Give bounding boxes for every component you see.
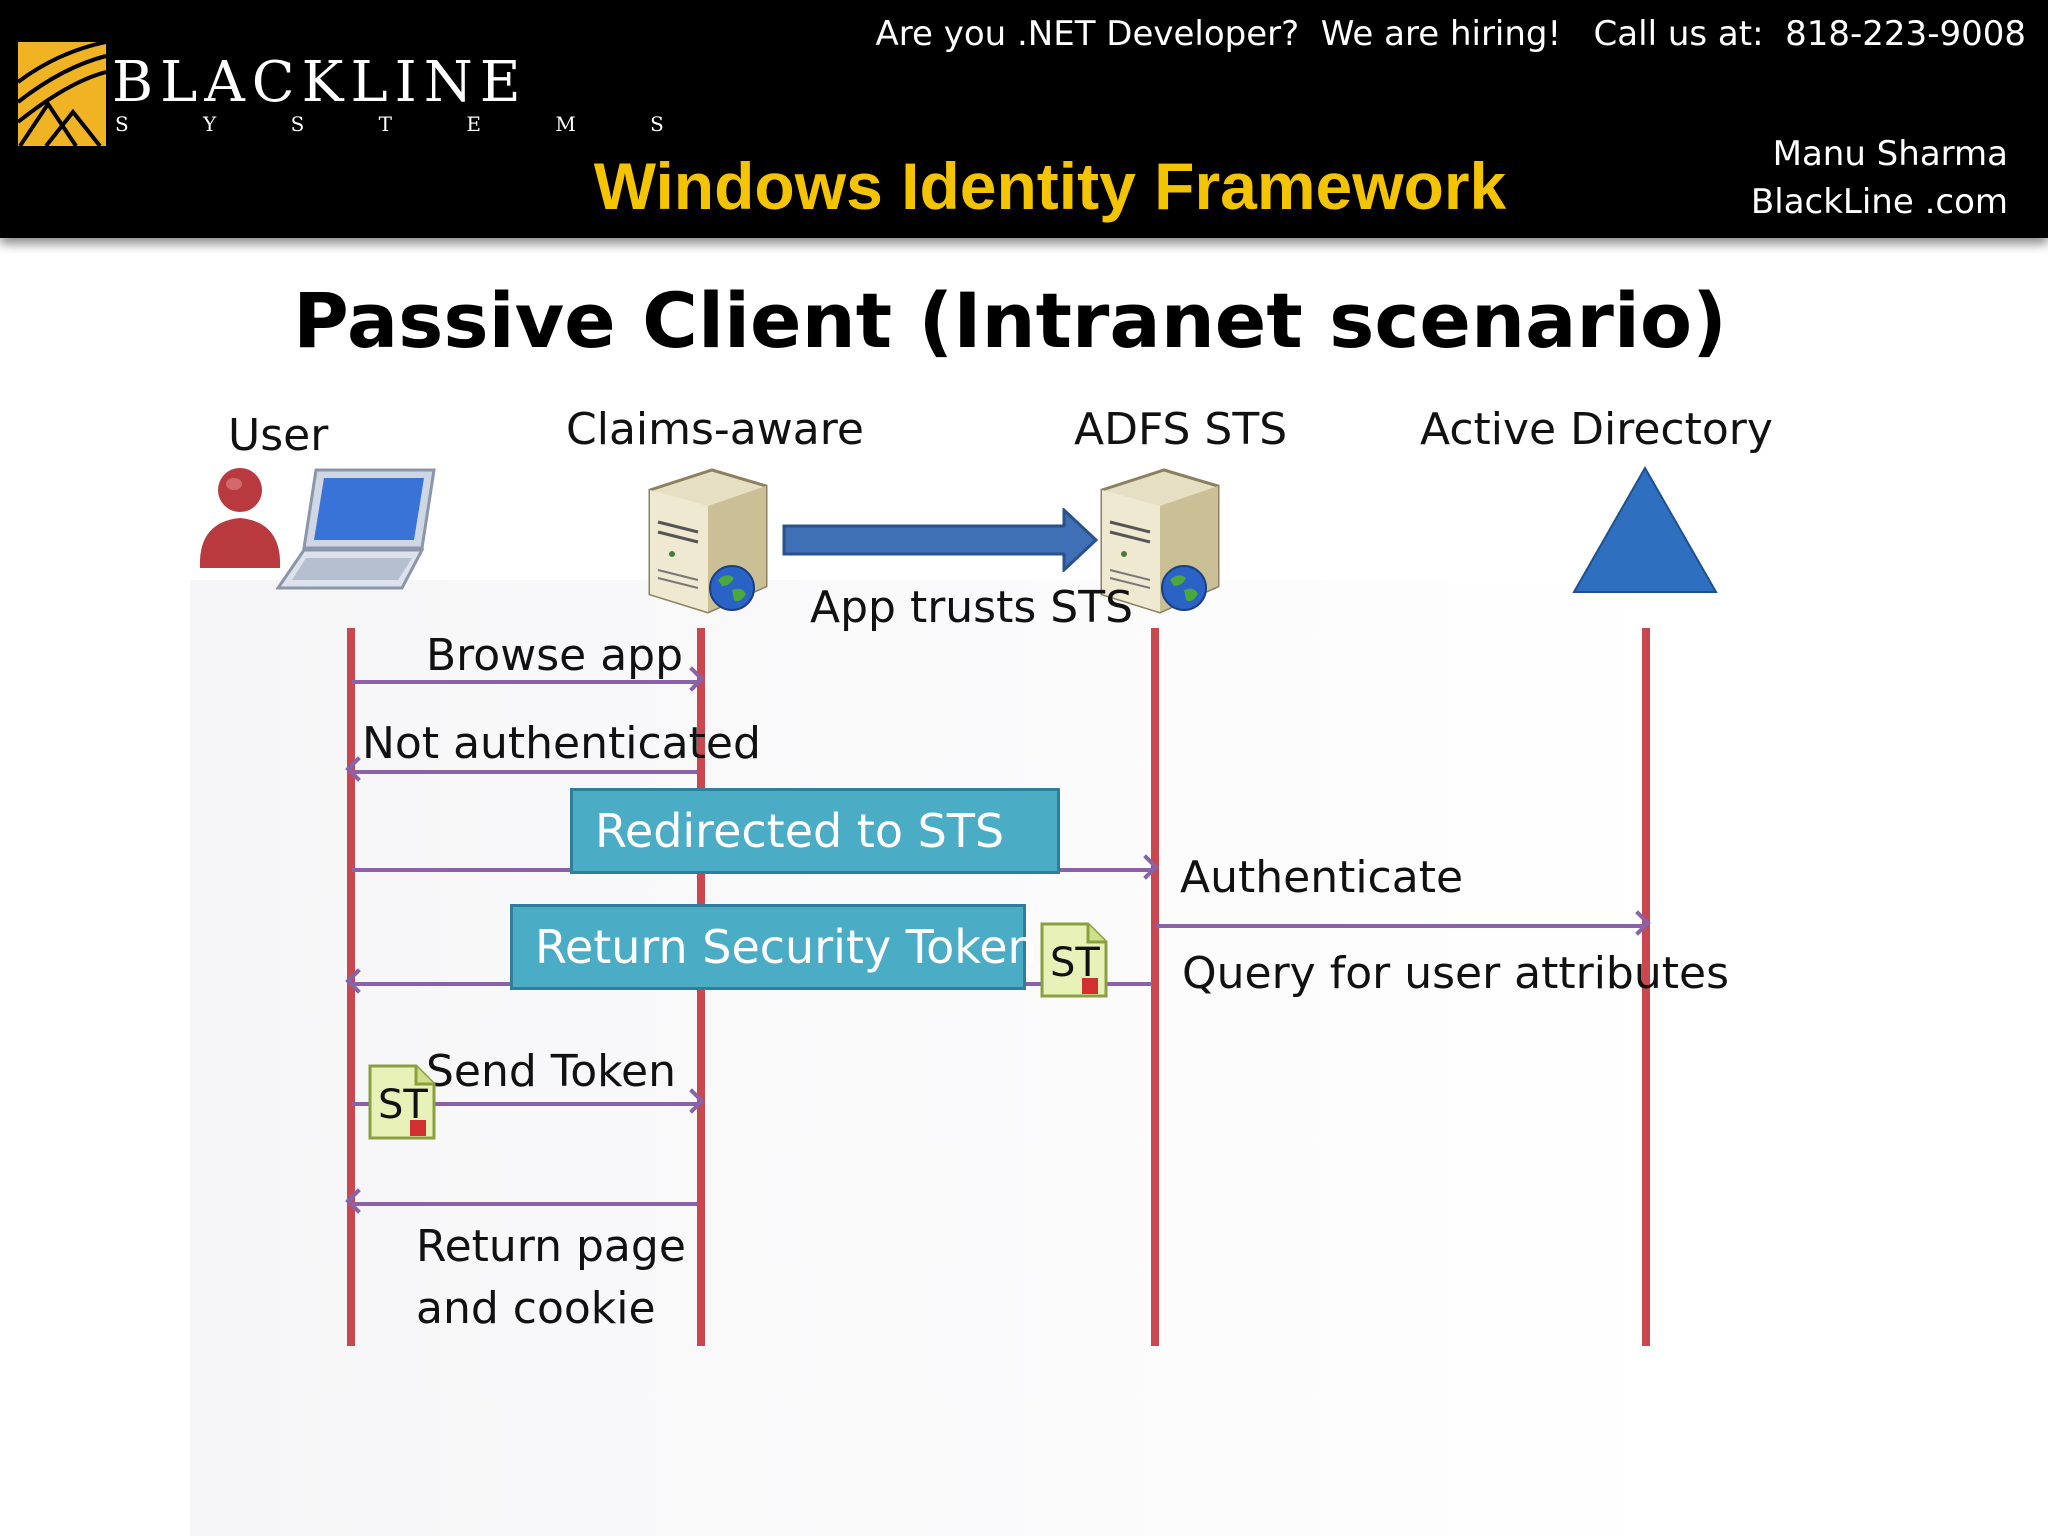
return-page-line-2: and cookie [416,1283,656,1334]
user-person-icon [196,464,286,576]
query-attributes-label: Query for user attributes [1182,948,1729,999]
app-trusts-label: App trusts STS [810,582,1133,633]
deck-title: Windows Identity Framework [593,149,1507,223]
actor-user-label: User [228,410,329,461]
token-document-icon: ST [368,1064,436,1144]
active-directory-triangle-icon [1570,464,1720,600]
laptop-icon [275,466,436,600]
actor-adfs-label: ADFS STS [1074,404,1288,455]
send-token-label: Send Token [426,1046,676,1097]
redirected-to-sts-box: Redirected to STS [570,788,1060,874]
not-authenticated-label: Not authenticated [362,718,761,769]
adfs-globe-icon [1160,564,1208,616]
return-page-line-1: Return page [416,1221,686,1272]
return-security-token-box: Return Security Token [510,904,1037,990]
hiring-banner: Are you .NET Developer? We are hiring! C… [875,14,2026,54]
not-authenticated-arrow [352,770,698,774]
blackline-logo-icon [16,40,107,150]
actor-claims-label: Claims-aware [566,404,864,455]
author-name: Manu Sharma [1772,134,2008,174]
browse-app-label: Browse app [426,630,684,681]
browse-app-arrow [352,680,698,684]
header-bar: BLACKLINE S Y S T E M S Are you .NET Dev… [0,0,2048,238]
return-page-arrow [352,1202,698,1206]
send-token-arrow [352,1102,698,1106]
token-document-icon: ST [1040,922,1108,1002]
return-page-label: Return page and cookie [416,1216,686,1340]
author-site: BlackLine .com [1750,182,2008,222]
logo-subtitle: S Y S T E M S [115,112,698,136]
logo-wordmark: BLACKLINE [112,50,528,115]
author-block: Manu Sharma BlackLine .com [1751,130,2008,226]
authenticate-label: Authenticate [1180,852,1464,903]
slide-title: Passive Client (Intranet scenario) [293,276,1727,365]
token-label: ST [1050,940,1100,986]
diagram-background [190,580,1690,1536]
claims-globe-icon [708,564,756,616]
token-label: ST [378,1082,428,1128]
ad-lifeline [1642,628,1650,1346]
trust-arrow-icon [780,506,1100,576]
adfs-lifeline [1151,628,1159,1346]
authenticate-arrow [1156,924,1644,928]
actor-ad-label: Active Directory [1420,404,1773,455]
